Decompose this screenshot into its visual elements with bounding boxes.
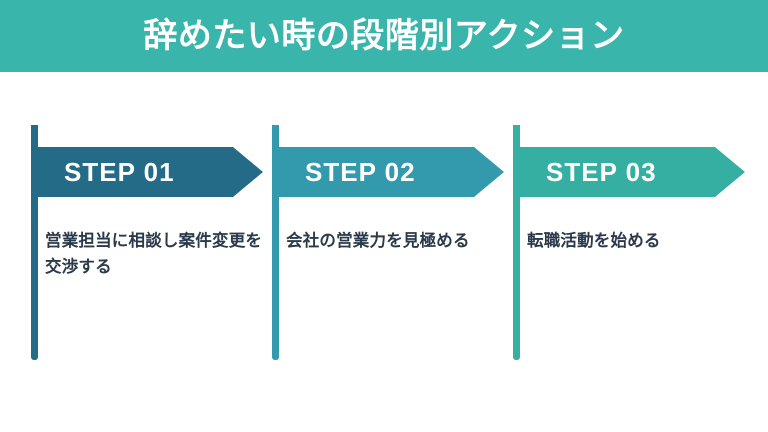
step-arrow-1: STEP 01 xyxy=(38,147,263,197)
page-title: 辞めたい時の段階別アクション xyxy=(143,17,625,55)
step-arrow-3: STEP 03 xyxy=(520,147,745,197)
step-label-2: STEP 02 xyxy=(305,157,416,187)
step-stem-2 xyxy=(272,125,279,360)
step-description-1: 営業担当に相談し案件変更を交渉する xyxy=(45,232,263,276)
step-description-2: 会社の営業力を見極める xyxy=(286,232,470,250)
steps-container: STEP 01 営業担当に相談し案件変更を交渉する STEP 02 会社の営業力… xyxy=(0,72,768,432)
step-stem-3 xyxy=(513,125,520,360)
step-item-1: STEP 01 営業担当に相談し案件変更を交渉する xyxy=(31,125,272,365)
step-arrow-2: STEP 02 xyxy=(279,147,504,197)
step-description-3: 転職活動を始める xyxy=(527,232,661,250)
step-label-1: STEP 01 xyxy=(64,157,175,187)
step-label-3: STEP 03 xyxy=(546,157,657,187)
step-item-2: STEP 02 会社の営業力を見極める xyxy=(272,125,513,365)
step-stem-1 xyxy=(31,125,38,360)
header-band: 辞めたい時の段階別アクション xyxy=(0,0,768,72)
step-item-3: STEP 03 転職活動を始める xyxy=(513,125,754,365)
